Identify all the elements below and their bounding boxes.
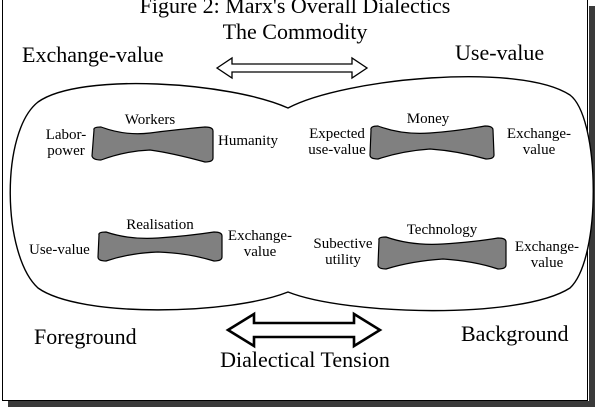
pair-label-realisation: Realisation [126, 217, 194, 233]
figure-title: Figure 2: Marx's Overall Dialectics [139, 0, 451, 18]
pair-label-exchange-value-realisation: Exchange- value [227, 228, 293, 260]
dialectic-link-money [369, 125, 495, 160]
commodity-outline [9, 75, 594, 312]
pair-label-use-value: Use-value [29, 242, 90, 258]
small-double-arrow [215, 56, 369, 80]
pair-label-money: Money [406, 111, 450, 127]
label-foreground: Foreground [34, 324, 137, 349]
label-background: Background [461, 321, 569, 346]
pair-label-expected-use-value: Expected use-value [308, 126, 366, 158]
pair-label-exchange-value-money: Exchange- value [506, 126, 572, 158]
label-use-value-top: Use-value [455, 40, 545, 65]
pair-label-labor-power: Labor- power [45, 127, 87, 159]
large-double-arrow [225, 311, 383, 349]
dialectic-link-realisation [97, 231, 223, 262]
frame-shadow-bottom [8, 401, 595, 407]
pair-label-technology: Technology [406, 222, 478, 238]
pair-label-exchange-value-technology: Exchange- value [514, 239, 580, 271]
pair-label-subective-utility: Subective utility [313, 236, 373, 268]
dialectic-link-technology [377, 236, 507, 270]
dialectic-link-workers [91, 126, 214, 163]
pair-label-humanity: Humanity [218, 133, 278, 149]
figure-subtitle: The Commodity [222, 19, 368, 44]
pair-label-workers: Workers [124, 112, 176, 128]
label-dialectical-tension: Dialectical Tension [220, 347, 390, 372]
label-exchange-value-top: Exchange-value [22, 42, 164, 67]
